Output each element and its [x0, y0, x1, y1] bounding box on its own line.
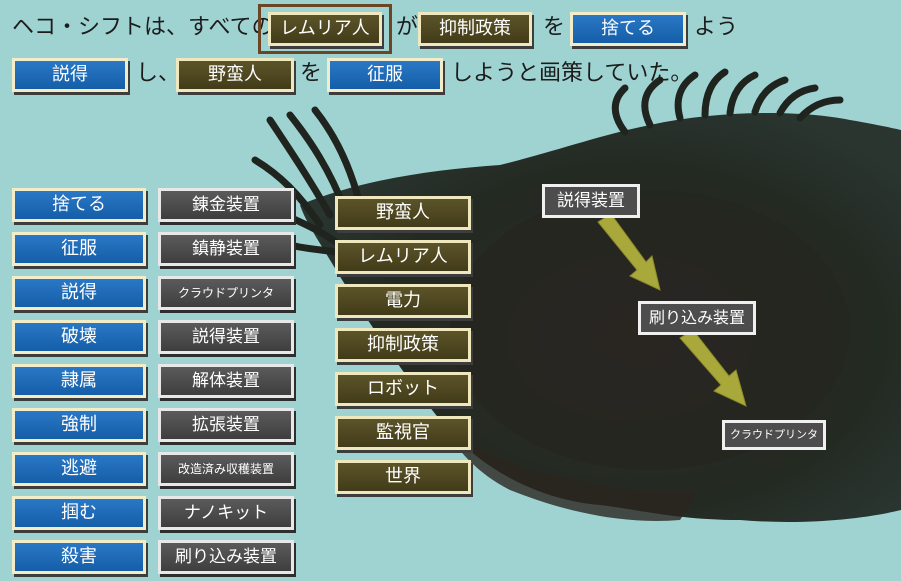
device-tile-modified-harvester[interactable]: 改造済み収穫装置	[158, 452, 294, 486]
device-tile-cloud-printer[interactable]: クラウドプリンタ	[158, 276, 294, 310]
sentence-text-6: を	[300, 61, 323, 86]
device-tile-expander[interactable]: 拡張装置	[158, 408, 294, 442]
sentence-slot-persuade[interactable]: 説得	[12, 58, 128, 92]
verb-tile-abandon[interactable]: 捨てる	[12, 188, 146, 222]
sentence-slot-barbarians[interactable]: 野蛮人	[176, 58, 294, 92]
sentence-slot-abandon[interactable]: 捨てる	[570, 12, 686, 46]
sentence-text-4: よう	[694, 15, 739, 40]
device-tile-sedation[interactable]: 鎮静装置	[158, 232, 294, 266]
chain-node-imprinter[interactable]: 刷り込み装置	[638, 301, 756, 335]
sentence-slot-conquer[interactable]: 征服	[327, 58, 443, 92]
device-tile-dismantler[interactable]: 解体装置	[158, 364, 294, 398]
verb-tile-kill[interactable]: 殺害	[12, 540, 146, 574]
verb-tile-force[interactable]: 強制	[12, 408, 146, 442]
device-tile-imprinter[interactable]: 刷り込み装置	[158, 540, 294, 574]
sentence-slot-lemurians[interactable]: レムリア人	[268, 12, 382, 46]
verb-tile-grab[interactable]: 掴む	[12, 496, 146, 530]
sentence-text-5: し、	[136, 61, 181, 86]
slot-highlight-frame	[258, 4, 392, 54]
verb-tile-enslave[interactable]: 隷属	[12, 364, 146, 398]
sentence-text-3: を	[543, 15, 566, 40]
verb-tile-conquer[interactable]: 征服	[12, 232, 146, 266]
sentence-text-7: しようと画策していた。	[451, 61, 693, 86]
noun-tile-barbarians[interactable]: 野蛮人	[335, 196, 471, 230]
device-tile-persuasion[interactable]: 説得装置	[158, 320, 294, 354]
noun-tile-lemurians[interactable]: レムリア人	[335, 240, 471, 274]
verb-tile-destroy[interactable]: 破壊	[12, 320, 146, 354]
sentence-text-1: ヘコ・シフトは、すべての	[12, 15, 274, 40]
noun-tile-robot[interactable]: ロボット	[335, 372, 471, 406]
device-tile-nanokit[interactable]: ナノキット	[158, 496, 294, 530]
chain-node-persuasion-device[interactable]: 説得装置	[542, 184, 640, 218]
noun-tile-power[interactable]: 電力	[335, 284, 471, 318]
sentence-text-2: が	[396, 15, 419, 40]
noun-tile-overseer[interactable]: 監視官	[335, 416, 471, 450]
device-tile-alchemy[interactable]: 錬金装置	[158, 188, 294, 222]
noun-tile-suppression-policy[interactable]: 抑制政策	[335, 328, 471, 362]
noun-tile-world[interactable]: 世界	[335, 460, 471, 494]
verb-tile-persuade[interactable]: 説得	[12, 276, 146, 310]
sentence-slot-suppression-policy[interactable]: 抑制政策	[418, 12, 532, 46]
verb-tile-escape[interactable]: 逃避	[12, 452, 146, 486]
chain-node-cloud-printer[interactable]: クラウドプリンタ	[722, 420, 826, 450]
